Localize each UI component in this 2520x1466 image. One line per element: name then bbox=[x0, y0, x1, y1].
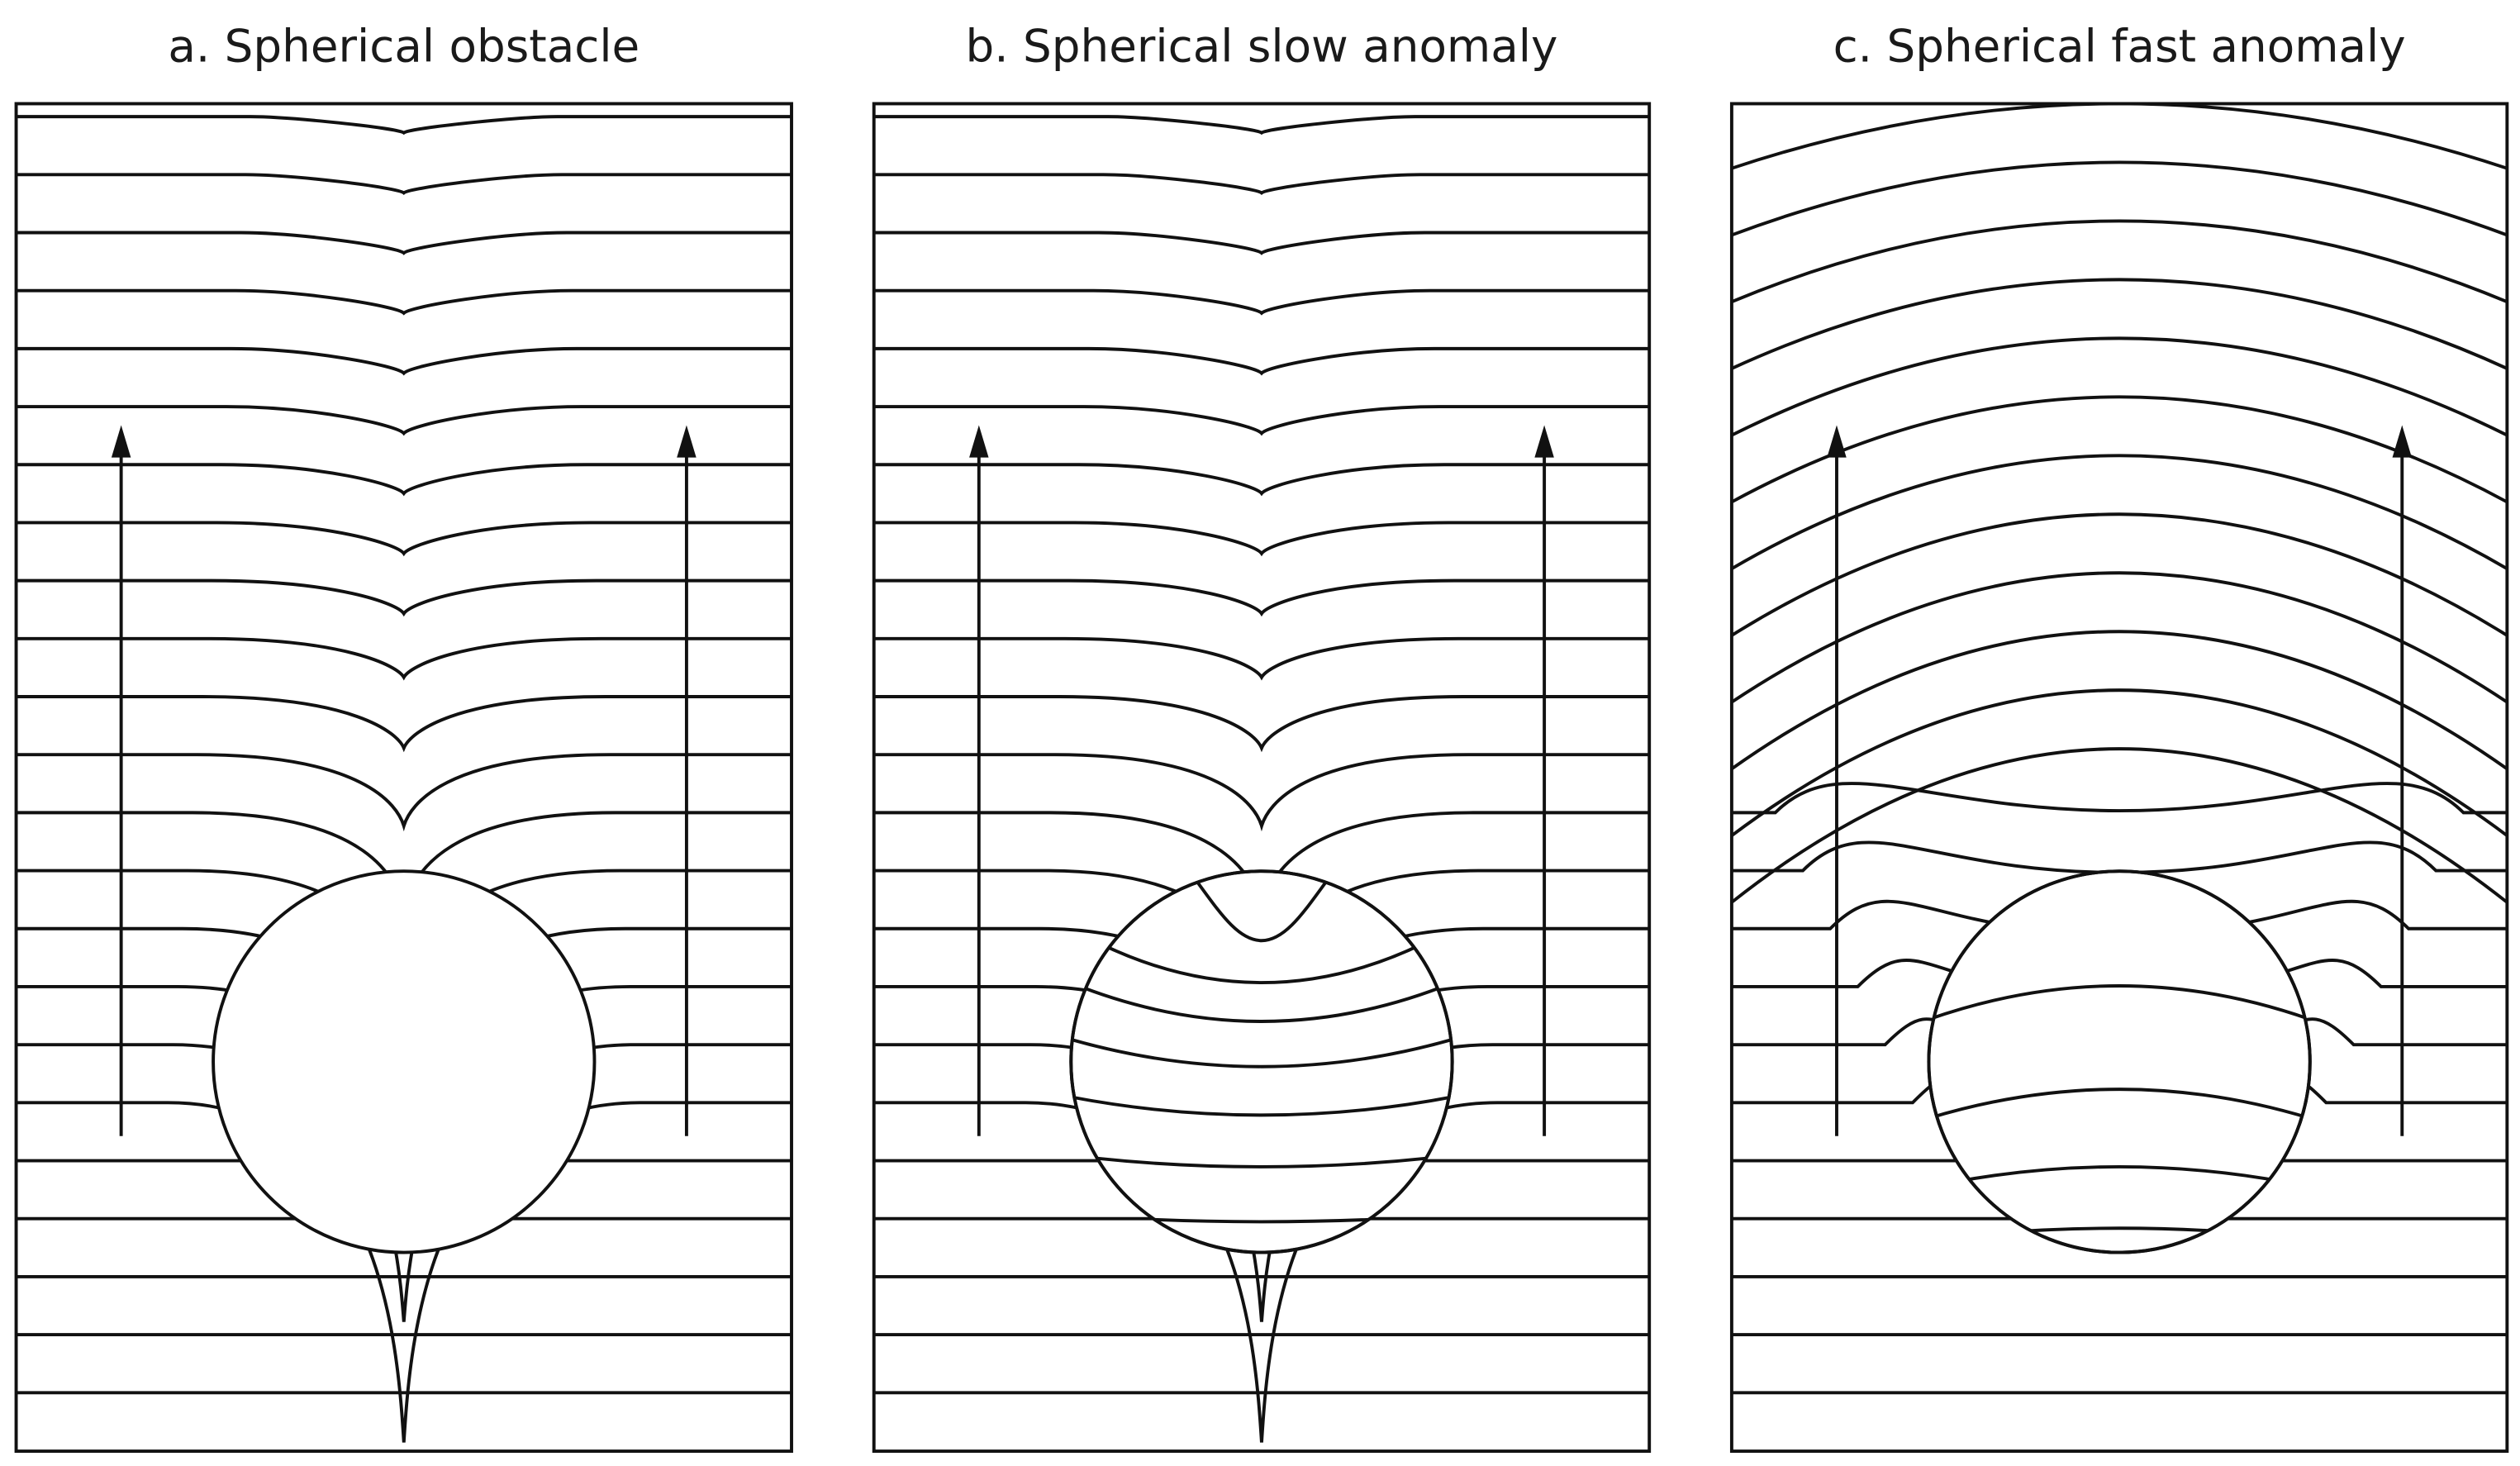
wavefront bbox=[873, 753, 1650, 832]
wavefront-interior bbox=[1071, 964, 1453, 1023]
wavefront bbox=[1730, 747, 2508, 904]
panel-c-fast-anomaly bbox=[1729, 102, 2509, 1454]
wavefront bbox=[1730, 454, 2508, 570]
slow-anomaly-sphere bbox=[1069, 869, 1454, 1254]
wavefront bbox=[1730, 571, 2508, 704]
wavefront bbox=[16, 636, 792, 681]
wavefront bbox=[1731, 160, 2508, 237]
wavefront bbox=[16, 753, 792, 832]
wavefront bbox=[16, 405, 792, 436]
wavefront bbox=[1730, 395, 2508, 504]
wavefront bbox=[1731, 219, 2508, 303]
panel-b-slow-anomaly bbox=[872, 102, 1652, 1454]
wavefront bbox=[873, 578, 1650, 617]
wavefront bbox=[1730, 512, 2508, 637]
panel-b-title: b. Spherical slow anomaly bbox=[966, 20, 1558, 73]
arrowhead-icon bbox=[2392, 425, 2413, 458]
wavefront bbox=[16, 463, 792, 497]
spherical-obstacle bbox=[212, 869, 597, 1254]
arrowhead-icon bbox=[969, 425, 989, 458]
fast-anomaly-sphere bbox=[1927, 869, 2312, 1254]
arrowhead-icon bbox=[1827, 425, 1847, 458]
wavefront bbox=[16, 346, 792, 376]
arrowhead-icon bbox=[111, 425, 131, 458]
wavefront-interior bbox=[1071, 1026, 1453, 1069]
panel-a-title: a. Spherical obstacle bbox=[168, 20, 640, 73]
wavefront bbox=[873, 115, 1650, 136]
panel-c-title: c. Spherical fast anomaly bbox=[1833, 20, 2406, 73]
wavefront bbox=[873, 405, 1650, 436]
fast-anomaly-outline bbox=[1927, 869, 2312, 1254]
arrowhead-icon bbox=[1534, 425, 1554, 458]
wavefront bbox=[16, 578, 792, 617]
arrowhead-icon bbox=[677, 425, 697, 458]
wavefront bbox=[873, 463, 1650, 497]
wavefront bbox=[16, 231, 792, 255]
wavefront bbox=[16, 521, 792, 557]
wavefront bbox=[1731, 336, 2508, 437]
wavefront bbox=[1730, 688, 2508, 837]
wavefront bbox=[873, 521, 1650, 557]
wavefront-interior bbox=[1071, 1088, 1453, 1117]
wavefront bbox=[873, 346, 1650, 376]
slow-anomaly-outline bbox=[1069, 869, 1454, 1254]
wavefront bbox=[16, 695, 792, 753]
wavefront bbox=[16, 288, 792, 316]
wavefront-interior bbox=[1928, 984, 2310, 1036]
panel-frame bbox=[14, 102, 793, 1454]
wavefront bbox=[873, 695, 1650, 753]
wavefront bbox=[1730, 630, 2508, 770]
wavefront bbox=[1731, 278, 2508, 370]
wavefront bbox=[873, 173, 1650, 195]
wavefront bbox=[873, 636, 1650, 681]
wavefront bbox=[16, 115, 792, 136]
wavefront bbox=[873, 231, 1650, 255]
wavefront bbox=[1731, 102, 2508, 170]
wavefront bbox=[1731, 782, 2508, 815]
wavefront-interior bbox=[1928, 1088, 2310, 1133]
wavefront bbox=[16, 173, 792, 195]
wavefront bbox=[1731, 840, 2508, 874]
wavefront bbox=[873, 288, 1650, 316]
panel-frame bbox=[872, 102, 1652, 1454]
panel-a-spherical-obstacle bbox=[14, 102, 793, 1454]
